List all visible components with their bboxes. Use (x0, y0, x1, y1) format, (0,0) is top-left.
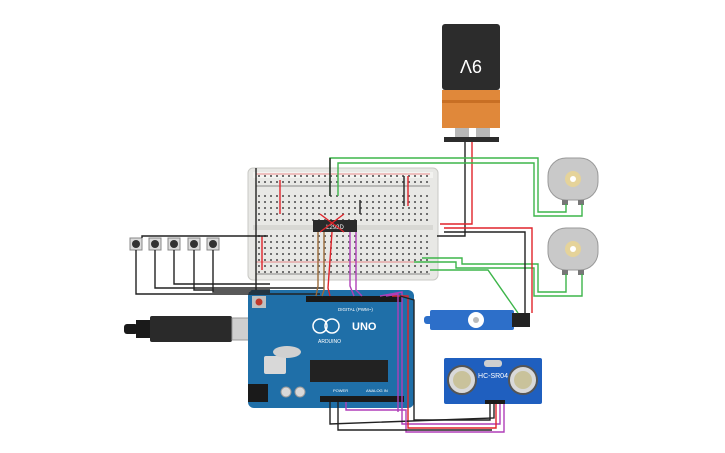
battery-9v[interactable]: 9V (442, 24, 500, 142)
push-button-5[interactable] (206, 237, 220, 251)
ultrasonic-sensor[interactable]: HC-SR04 (444, 358, 542, 404)
dc-motor-top[interactable] (547, 157, 599, 205)
push-button-2[interactable] (148, 237, 162, 251)
ic-label: L293D (326, 225, 344, 231)
push-button-1[interactable] (129, 237, 143, 251)
push-buttons (129, 237, 220, 251)
arduino-subtitle: ARDUINO (318, 339, 341, 345)
sensor-label: HC-SR04 (478, 373, 508, 380)
battery-label: 9V (460, 56, 482, 76)
push-button-4[interactable] (187, 237, 201, 251)
arduino-digital-label: DIGITAL (PWM~) (338, 307, 373, 312)
wires (135, 142, 583, 433)
push-button-3[interactable] (167, 237, 181, 251)
usb-cable (124, 316, 265, 342)
dc-motor-bottom[interactable] (547, 227, 599, 275)
micro-servo[interactable] (424, 310, 530, 330)
arduino-analog-label: ANALOG IN (366, 388, 388, 393)
arduino-uno[interactable]: UNO ARDUINO DIGITAL (PWM~) POWER ANALOG … (248, 290, 414, 408)
arduino-power-label: POWER (333, 388, 348, 393)
arduino-brand: UNO (352, 321, 377, 333)
